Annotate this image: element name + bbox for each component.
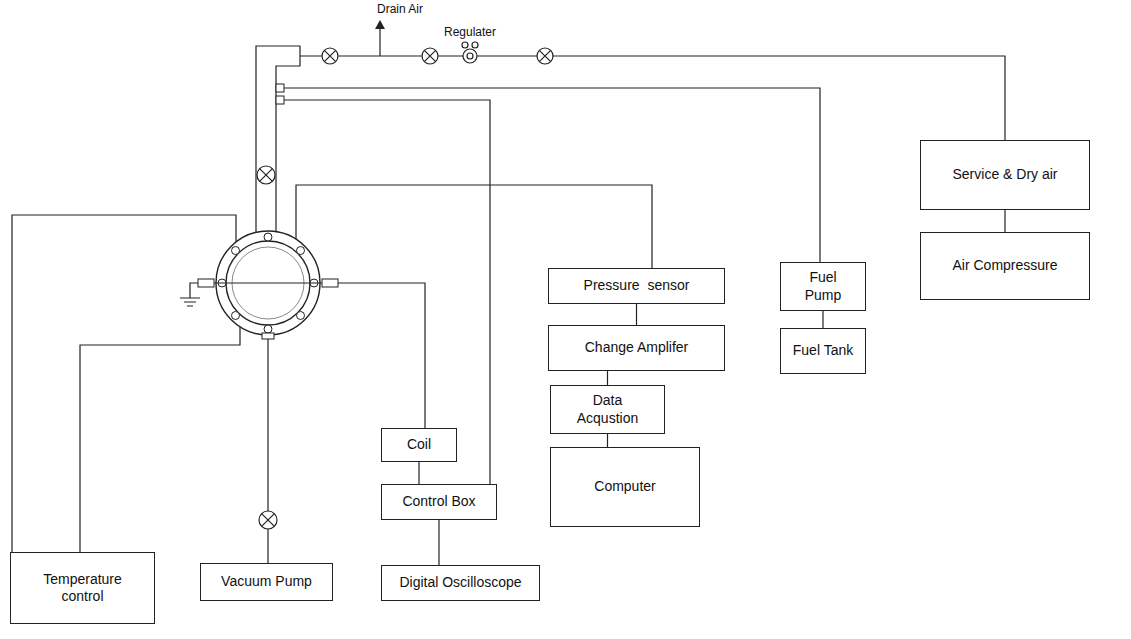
box-label: Pressure sensor bbox=[584, 277, 690, 295]
box-label: Air Compressure bbox=[952, 257, 1057, 275]
pressure-wire bbox=[296, 185, 652, 268]
valve-group bbox=[257, 42, 553, 529]
wire-group bbox=[12, 26, 1005, 563]
annotation-label: Drain Air bbox=[376, 2, 424, 16]
connector-line bbox=[636, 304, 637, 325]
component-box: Fuel Tank bbox=[780, 328, 866, 374]
component-box: Pressure sensor bbox=[548, 268, 725, 304]
connector-line bbox=[438, 520, 439, 565]
box-label: Fuel Pump bbox=[791, 269, 855, 304]
connector-line bbox=[418, 462, 419, 484]
probe-fitting bbox=[276, 96, 284, 104]
box-label: Service & Dry air bbox=[952, 166, 1057, 184]
valve-cross bbox=[260, 169, 273, 182]
electrode-rod bbox=[214, 283, 322, 284]
valve-body bbox=[422, 48, 438, 64]
air-supply-line bbox=[300, 56, 1005, 140]
temperature-wire bbox=[80, 327, 240, 552]
component-box: Fuel Pump bbox=[780, 262, 866, 311]
regulator-gauge bbox=[472, 42, 478, 48]
connector-line bbox=[607, 371, 608, 385]
valve-body bbox=[259, 511, 277, 529]
component-box: Service & Dry air bbox=[920, 140, 1090, 210]
box-label: Data Acqustion bbox=[561, 392, 654, 427]
valve-symbol bbox=[537, 48, 553, 64]
annotation-label: Regulater bbox=[443, 25, 497, 39]
bolt bbox=[232, 312, 240, 320]
temperature-wire bbox=[12, 215, 236, 552]
bolt bbox=[297, 247, 305, 255]
valve-symbol bbox=[422, 48, 438, 64]
valve-symbol bbox=[257, 166, 275, 184]
component-box: Control Box bbox=[381, 484, 497, 520]
component-box: Air Compressure bbox=[920, 232, 1090, 300]
valve-body bbox=[322, 48, 338, 64]
regulator-core bbox=[467, 53, 473, 59]
box-label: Temperature control bbox=[33, 571, 133, 606]
box-label: Digital Oscilloscope bbox=[399, 574, 521, 592]
component-box: Digital Oscilloscope bbox=[381, 565, 540, 601]
bolt bbox=[264, 325, 272, 333]
valve-body bbox=[537, 48, 553, 64]
intake-pipe bbox=[256, 46, 300, 232]
electrode bbox=[198, 279, 214, 287]
drain-line bbox=[379, 26, 380, 56]
combustion-chamber bbox=[198, 84, 338, 339]
component-box: Vacuum Pump bbox=[200, 563, 333, 601]
box-label: Control Box bbox=[402, 493, 475, 511]
electrode bbox=[322, 279, 338, 287]
component-box: Temperature control bbox=[10, 552, 155, 624]
drain-arrowhead bbox=[375, 20, 385, 29]
regulator-gauge bbox=[462, 42, 468, 48]
box-label: Fuel Tank bbox=[793, 342, 853, 360]
component-box: Data Acqustion bbox=[550, 385, 665, 434]
connector-line bbox=[822, 311, 823, 328]
connector-line bbox=[607, 434, 608, 447]
box-label: Vacuum Pump bbox=[221, 573, 312, 591]
box-label: Coil bbox=[407, 436, 431, 454]
bolt bbox=[232, 247, 240, 255]
component-box: Change Amplifer bbox=[548, 325, 725, 371]
valve-cross bbox=[324, 50, 335, 61]
injector-fitting bbox=[276, 84, 284, 92]
valve-cross bbox=[262, 514, 275, 527]
valve-symbol bbox=[322, 48, 338, 64]
valve-cross bbox=[424, 50, 435, 61]
valve-symbol bbox=[259, 511, 277, 529]
coil-wire bbox=[338, 283, 425, 428]
valve-body bbox=[257, 166, 275, 184]
box-label: Computer bbox=[594, 478, 655, 496]
ground-wire bbox=[190, 283, 198, 298]
valve-cross bbox=[539, 50, 550, 61]
bolt bbox=[264, 233, 272, 241]
component-box: Coil bbox=[381, 428, 457, 462]
regulator-body bbox=[463, 49, 477, 63]
bottom-port bbox=[262, 333, 274, 339]
box-label: Change Amplifer bbox=[585, 339, 689, 357]
component-box: Computer bbox=[550, 447, 700, 527]
fuel-line bbox=[284, 88, 820, 262]
bolt bbox=[297, 312, 305, 320]
regulator-symbol bbox=[462, 42, 478, 63]
connector-line bbox=[1004, 210, 1005, 232]
ground-symbol bbox=[180, 298, 200, 306]
